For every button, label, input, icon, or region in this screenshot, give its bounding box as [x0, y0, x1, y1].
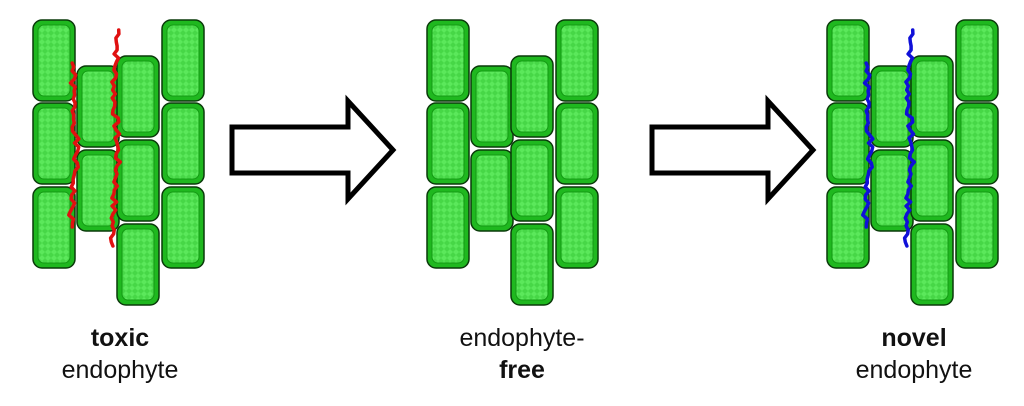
plant-cell: [32, 19, 76, 102]
plant-cell: [826, 102, 870, 185]
plant-cell: [510, 223, 554, 306]
plant-cell: [555, 102, 599, 185]
plant-cell: [826, 19, 870, 102]
plant-cell: [76, 149, 120, 232]
plant-tissue-free: [426, 19, 599, 306]
plant-cell: [826, 186, 870, 269]
plant-cell: [32, 102, 76, 185]
plant-tissue-novel: [826, 19, 999, 306]
right-arrow-icon: [649, 94, 817, 206]
label-toxic-line2: endophyte: [61, 356, 179, 384]
plant-cell: [161, 19, 205, 102]
plant-cell: [910, 139, 954, 222]
label-novel: novel endophyte: [814, 322, 1014, 386]
plant-tissue-toxic: [32, 19, 205, 306]
endophyte-hypha: [861, 61, 875, 229]
plant-cell: [426, 102, 470, 185]
plant-cell: [426, 186, 470, 269]
endophyte-hypha: [902, 28, 917, 248]
label-free-line1: endophyte-: [459, 324, 585, 352]
label-free: endophyte- free: [422, 322, 622, 386]
plant-cell: [161, 102, 205, 185]
label-toxic-line1: toxic: [90, 324, 150, 352]
plant-cell: [116, 55, 160, 138]
plant-cell: [470, 65, 514, 148]
plant-cell: [426, 19, 470, 102]
label-free-line2: free: [499, 356, 545, 384]
plant-cell: [955, 186, 999, 269]
plant-cell: [870, 149, 914, 232]
label-toxic: toxic endophyte: [20, 322, 220, 386]
plant-cell: [955, 102, 999, 185]
plant-cell: [116, 139, 160, 222]
plant-cell: [555, 19, 599, 102]
plant-cell: [116, 223, 160, 306]
endophyte-hypha: [67, 61, 81, 229]
label-novel-line1: novel: [881, 324, 947, 352]
plant-cell: [32, 186, 76, 269]
plant-cell: [955, 19, 999, 102]
plant-cell: [910, 55, 954, 138]
plant-cell: [510, 55, 554, 138]
right-arrow-icon: [229, 94, 397, 206]
label-novel-line2: endophyte: [855, 356, 973, 384]
plant-cell: [870, 65, 914, 148]
plant-cell: [161, 186, 205, 269]
plant-cell: [510, 139, 554, 222]
plant-cell: [910, 223, 954, 306]
plant-cell: [555, 186, 599, 269]
plant-cell: [470, 149, 514, 232]
endophyte-hypha: [108, 28, 123, 248]
